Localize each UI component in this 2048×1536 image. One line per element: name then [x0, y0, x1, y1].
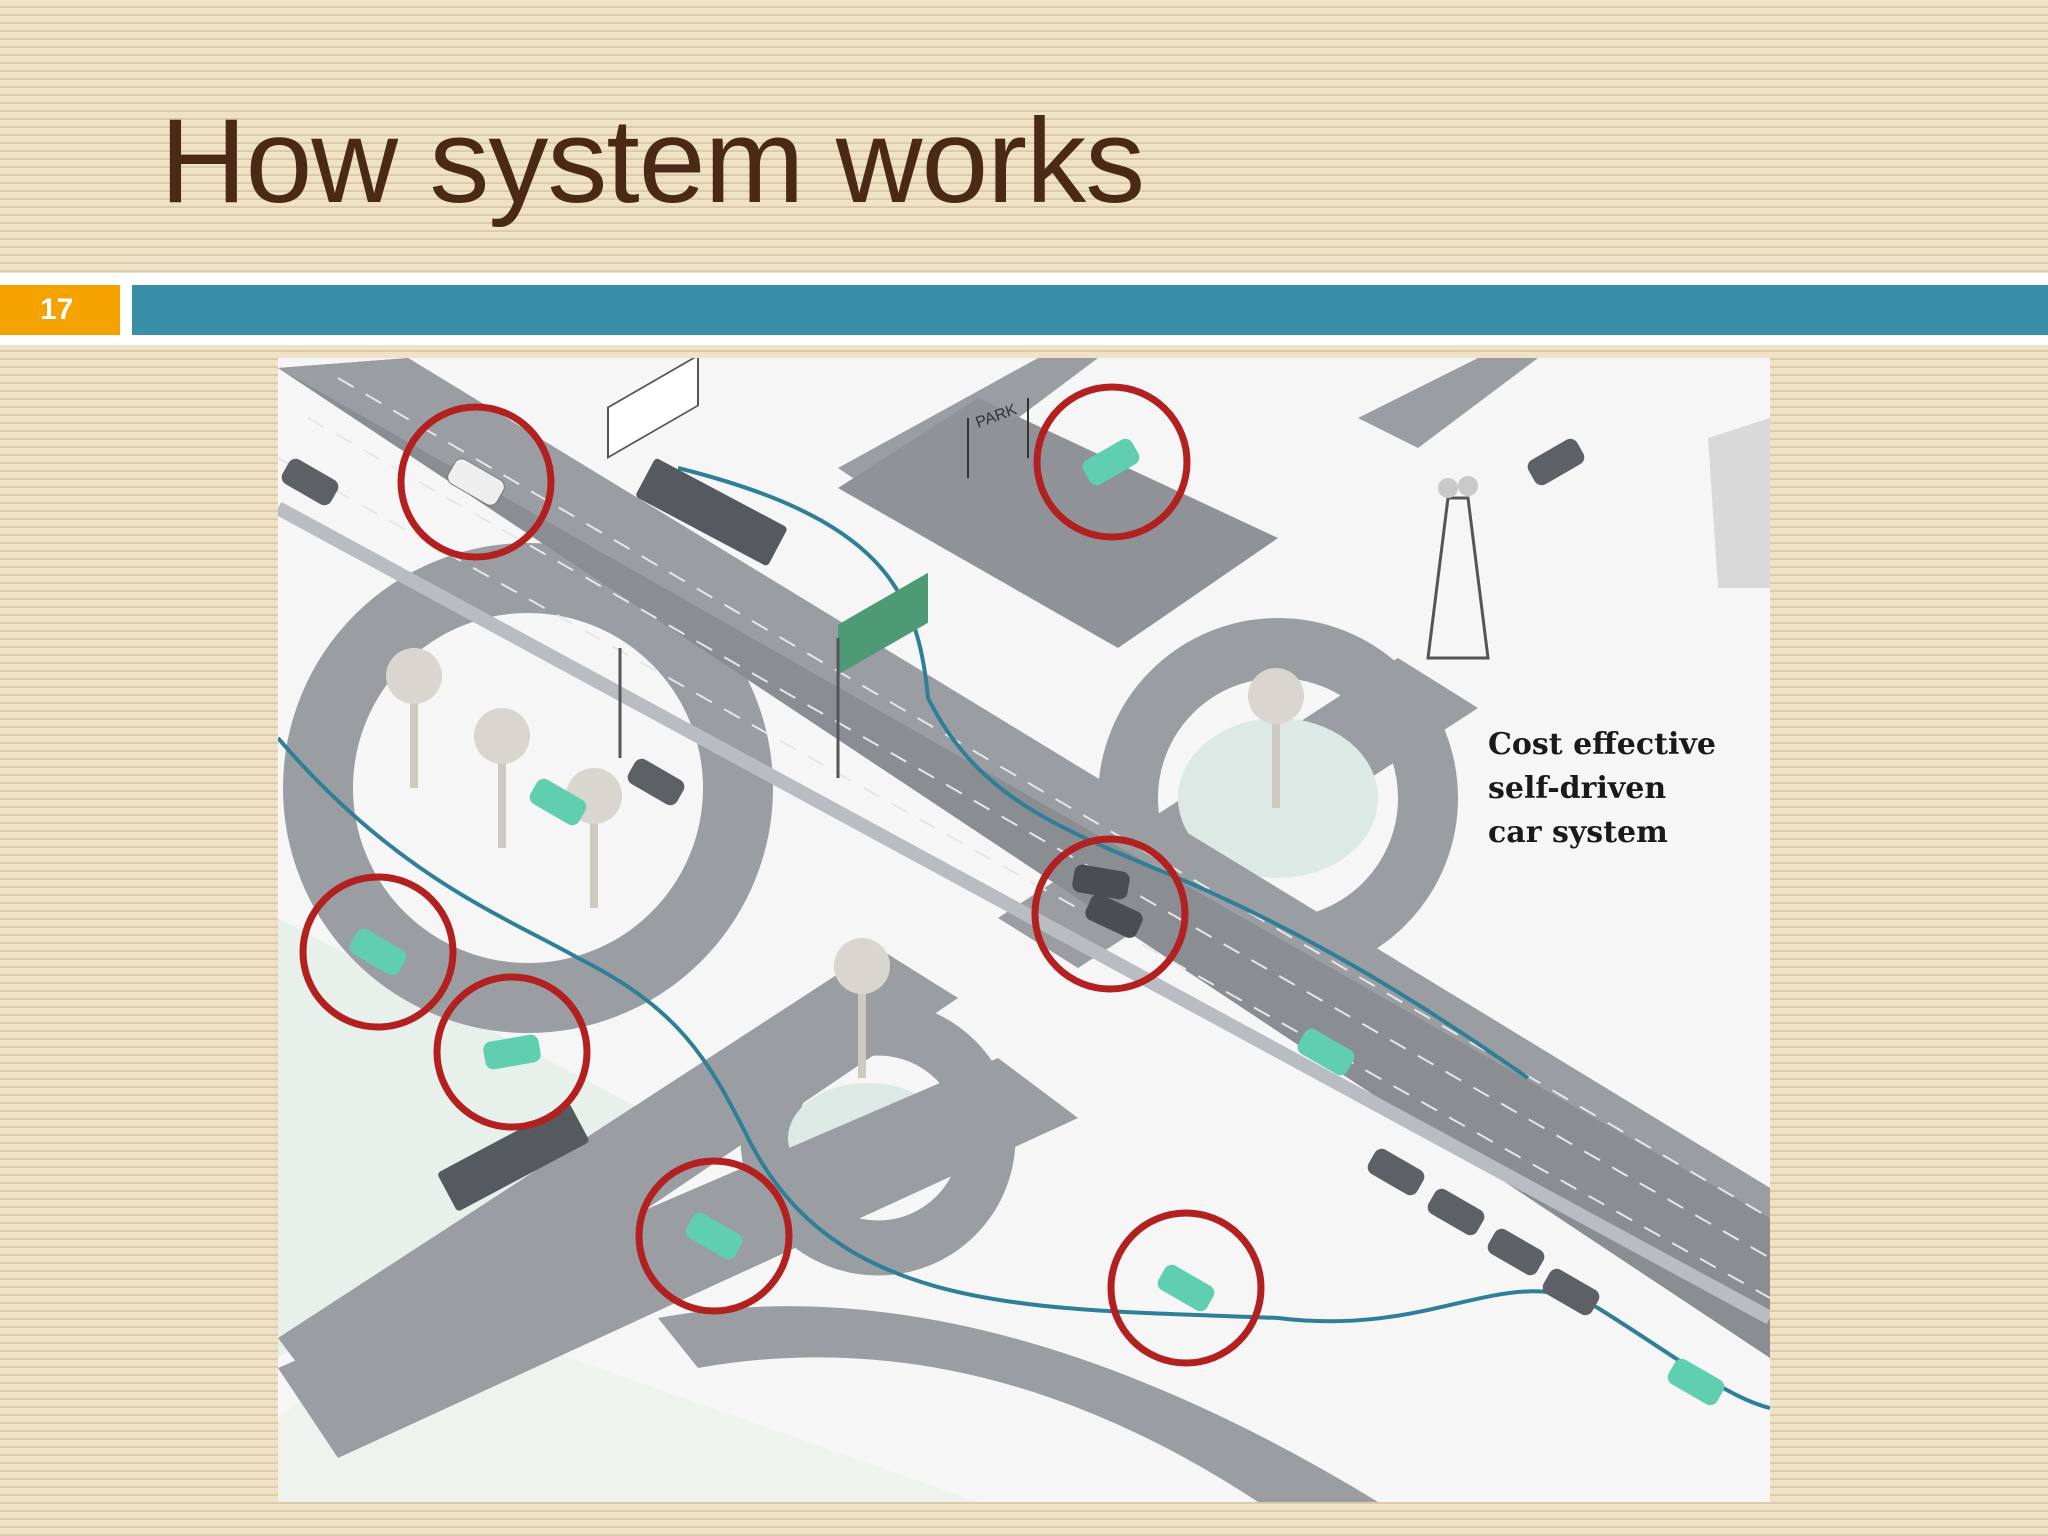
lane-marking: [307, 417, 1770, 1259]
palm-tree: [1248, 668, 1304, 808]
highway-top-deck: [278, 358, 1770, 1218]
car-dark: [1542, 1268, 1600, 1316]
vehicle-route-line-2: [677, 466, 1530, 1080]
vehicle-route-line: [278, 736, 1770, 1410]
palm-tree: [834, 938, 890, 1078]
highlight-circle-highway-car: [1107, 1209, 1265, 1367]
palm-tree: [474, 708, 530, 848]
slide-title: How system works: [160, 94, 1145, 228]
slide-number-badge: 17: [0, 285, 120, 335]
car-dark: [1527, 438, 1585, 486]
accent-bar: [132, 285, 2048, 335]
self-driving-car: [529, 778, 587, 826]
highway-wall: [278, 501, 1770, 1325]
building: [1708, 418, 1770, 588]
lower-road: [278, 1058, 1078, 1458]
caption-line: self-driven: [1488, 771, 1667, 806]
caption-line: car system: [1488, 815, 1668, 850]
parking-lot: [838, 398, 1278, 648]
exit-ramp: [658, 1306, 1378, 1502]
car-dark: [1367, 1148, 1425, 1196]
car-dark: [281, 458, 339, 506]
caption-line: Cost effective: [1488, 727, 1716, 762]
self-driving-system-illustration: PARK: [278, 358, 1770, 1502]
self-driving-car: [1297, 1028, 1355, 1076]
highlight-circle-exit-car: [635, 1157, 793, 1315]
crashed-cars: [1072, 864, 1143, 938]
lane-marking: [337, 377, 1770, 1219]
overhead-sign-green: [836, 572, 928, 778]
highlight-circle-ramp-car: [299, 873, 457, 1031]
highlight-circle-parking-car: [1033, 383, 1191, 541]
highway-interchange-diagram: PARK: [278, 358, 1770, 1502]
car-dark: [1427, 1188, 1485, 1236]
highlight-circle-sensor-car: [397, 403, 555, 561]
highlight-circle-crash: [1031, 835, 1189, 993]
car-dark: [1487, 1228, 1545, 1276]
upper-road: [1358, 358, 1538, 448]
loop-ramp-left: [283, 543, 773, 1033]
overhead-sign: [607, 358, 699, 758]
truck: [438, 1104, 589, 1211]
figure-caption: Cost effective self-driven car system: [1488, 723, 1758, 855]
self-driving-car: [1667, 1358, 1725, 1406]
highlight-circle-merge-car: [433, 973, 591, 1131]
car-dark: [627, 758, 685, 806]
palm-tree: [386, 648, 442, 788]
cell-tower: [1426, 476, 1490, 660]
truck: [636, 458, 787, 566]
